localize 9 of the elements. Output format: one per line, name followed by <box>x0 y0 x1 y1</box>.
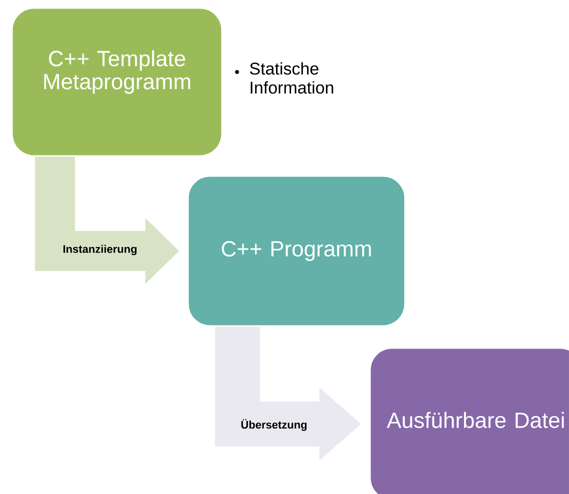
process-box <box>369 347 569 494</box>
box-label: C++ Programm <box>222 241 371 261</box>
process-box <box>11 7 223 157</box>
edge-label: Übersetzung <box>240 418 308 432</box>
edge-label: Instanziierung <box>62 244 138 256</box>
box-label: C++ Template Metaprogramm <box>44 50 190 94</box>
process-box <box>187 175 406 327</box>
note-text: Statische Information <box>250 62 334 94</box>
box-label: Ausführbare Datei <box>386 412 564 428</box>
